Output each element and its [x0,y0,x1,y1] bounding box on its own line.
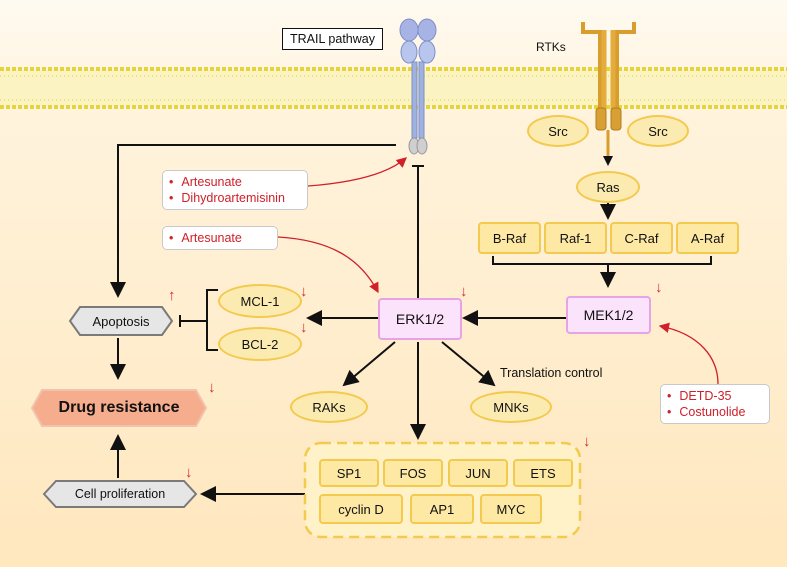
bcl2-node: BCL-2 [218,327,302,361]
b-raf-node: B-Raf [478,222,541,254]
cell-proliferation-label: Cell proliferation [74,487,166,501]
mek-drug-box: DETD-35 Costunolide [660,384,770,424]
down-arrow-mek: ↓ [655,279,663,296]
drug-resistance-shape [30,389,208,427]
drug-item: Artesunate [169,230,269,246]
ras-node: Ras [576,171,640,203]
sp1-node: SP1 [319,459,379,487]
down-arrow-cell-proliferation: ↓ [185,464,193,481]
cell-proliferation-shape [42,480,198,508]
cell-membrane [0,67,787,109]
mek-node: MEK1/2 [566,296,651,334]
drug-item: Dihydroartemisinin [169,190,299,206]
up-arrow-apoptosis: ↑ [168,287,176,304]
drug-item: DETD-35 [667,388,761,404]
fos-node: FOS [383,459,443,487]
ap1-node: AP1 [410,494,474,524]
down-arrow-drug-resistance: ↓ [208,379,216,396]
trail-pathway-label: TRAIL pathway [282,28,383,50]
down-arrow-erk: ↓ [460,283,468,300]
drug-item: Costunolide [667,404,761,420]
down-arrow-bcl2: ↓ [300,319,308,336]
raks-node: RAKs [290,391,368,423]
apoptosis-shape [68,306,174,336]
jun-node: JUN [448,459,508,487]
myc-node: MYC [480,494,542,524]
erk-node: ERK1/2 [378,298,462,340]
rtk-receptor [581,22,636,166]
rtks-label: RTKs [536,40,566,54]
ets-node: ETS [513,459,573,487]
down-arrow-mcl1: ↓ [300,283,308,300]
mcl1-node: MCL-1 [218,284,302,318]
a-raf-node: A-Raf [676,222,739,254]
trail-drug-box: Artesunate Dihydroartemisinin [162,170,308,210]
translation-control-label: Translation control [500,366,603,380]
apoptosis-label: Apoptosis [92,313,150,329]
erk-drug-box: Artesunate [162,226,278,250]
mnks-node: MNKs [470,391,552,423]
drug-item: Artesunate [169,174,299,190]
down-arrow-transcription-factors: ↓ [583,433,591,450]
drug-resistance-label: Drug resistance [58,399,180,416]
c-raf-node: C-Raf [610,222,673,254]
trail-receptor [399,18,437,155]
cyclin-d-node: cyclin D [319,494,403,524]
raf-1-node: Raf-1 [544,222,607,254]
src-left-node: Src [527,115,589,147]
src-right-node: Src [627,115,689,147]
